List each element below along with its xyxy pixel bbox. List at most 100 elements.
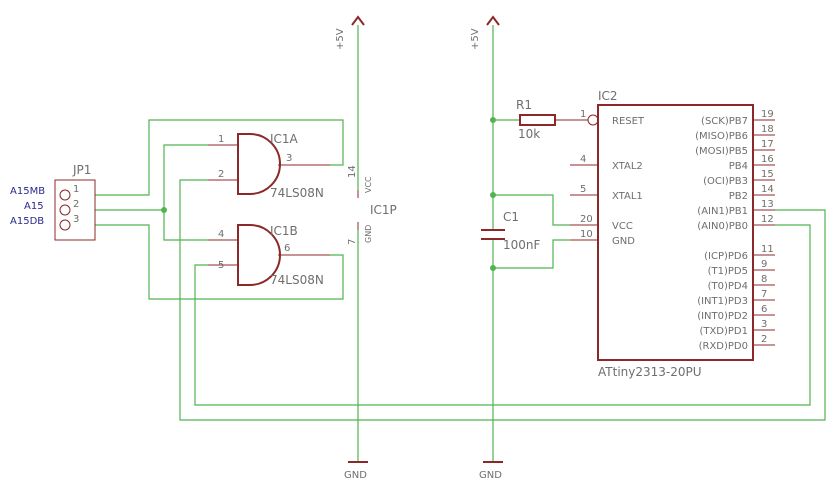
mcu-pin-num: 11 — [761, 244, 774, 255]
mcu-pin-label: RESET — [612, 116, 645, 127]
mcu-pin-label: (INT0)PD2 — [697, 311, 748, 322]
gate-name: IC1A — [270, 132, 299, 146]
mcu-pin-num: 10 — [580, 229, 593, 240]
connector-pin-num: 3 — [73, 214, 79, 225]
mcu-pin-label: (INT1)PD3 — [697, 296, 748, 307]
wire-a15mb — [95, 119, 344, 196]
gnd-symbol-left: GND — [344, 461, 368, 481]
gate-type: 74LS08N — [270, 186, 324, 200]
gate-pin-num: 2 — [218, 169, 224, 180]
junction-dot — [161, 207, 167, 213]
mcu-pin-label: (TXD)PD1 — [699, 326, 748, 337]
mcu-pin-num: 4 — [580, 154, 586, 165]
mcu-pin-num: 16 — [761, 154, 774, 165]
gate-pin-num: 6 — [284, 243, 290, 254]
ic1p-gnd-label: GND — [364, 225, 373, 243]
mcu-pin-label: VCC — [612, 221, 633, 232]
mcu-pin-num: 7 — [761, 289, 767, 300]
connector-pin-1 — [59, 189, 71, 201]
capacitor-name: C1 — [503, 210, 519, 224]
vcc-symbol-right: +5V — [470, 15, 500, 50]
ic1p-gnd-pin: 7 — [347, 239, 358, 245]
junctions — [161, 117, 496, 271]
mcu-pin-num: 9 — [761, 259, 767, 270]
mcu-pin-num: 3 — [761, 319, 767, 330]
mcu-pin-num: 5 — [580, 184, 586, 195]
reset-bubble — [587, 114, 599, 126]
junction-dot — [490, 265, 496, 271]
gnd-label: GND — [344, 470, 367, 481]
capacitor-value: 100nF — [503, 238, 541, 252]
mcu-pin-label: (MOSI)PB5 — [695, 146, 748, 157]
mcu-pin-label: (MISO)PB6 — [695, 131, 748, 142]
mcu-pin-label: (AIN0)PB0 — [697, 221, 748, 232]
connector-pin-num: 2 — [73, 199, 79, 210]
mcu-pin-label: (T1)PD5 — [708, 266, 748, 277]
signal-label-a15db: A15DB — [10, 216, 44, 227]
mcu-pin-label: XTAL2 — [612, 161, 643, 172]
gate-pin-num: 5 — [218, 260, 224, 271]
mcu-ic2: IC2 ATtiny2313-20PU 1RESET4XTAL25XTAL120… — [570, 89, 775, 379]
junction-dot — [490, 192, 496, 198]
ic1p-vcc-pin: 14 — [347, 165, 358, 178]
gnd-symbol-right: GND — [479, 461, 503, 481]
capacitor-c1: C1 100nF — [481, 210, 541, 252]
mcu-pin-num: 8 — [761, 274, 767, 285]
ic1p-power-unit: 14 VCC 7 GND IC1P — [347, 165, 397, 245]
resistor-r1: R1 10k — [516, 98, 570, 141]
ic1p-vcc-label: VCC — [364, 176, 373, 193]
mcu-pin-label: (OCI)PB3 — [703, 176, 748, 187]
connector-pin-2 — [59, 204, 71, 216]
wire-a15-up — [163, 144, 208, 210]
resistor-name: R1 — [516, 98, 532, 112]
mcu-name: IC2 — [598, 89, 618, 103]
gate-pin-num: 1 — [218, 134, 224, 145]
gnd-label: GND — [479, 470, 502, 481]
mcu-pin-label: (SCK)PB7 — [701, 116, 748, 127]
mcu-part: ATtiny2313-20PU — [598, 365, 702, 379]
connector-pin-3 — [59, 219, 71, 231]
gate-name: IC1B — [270, 224, 298, 238]
mcu-pin-num: 13 — [761, 199, 774, 210]
connector-name: JP1 — [72, 163, 91, 177]
mcu-pin-label: PB2 — [729, 191, 748, 202]
wire-gnd10 — [493, 239, 570, 269]
mcu-pin-label: (ICP)PD6 — [704, 251, 748, 262]
mcu-pin-label: (AIN1)PB1 — [697, 206, 748, 217]
mcu-pin-num: 19 — [761, 109, 774, 120]
wire-ic1a-in2 — [179, 179, 826, 421]
gate-pin-num: 4 — [218, 229, 224, 240]
wire-ic1b-in2 — [194, 224, 811, 406]
mcu-pin-num: 14 — [761, 184, 774, 195]
mcu-pin-num: 12 — [761, 214, 774, 225]
and-gate-ic1b: 4 5 6 IC1B 74LS08N — [208, 224, 330, 287]
mcu-pin-label: GND — [612, 236, 635, 247]
mcu-pin-num: 2 — [761, 334, 767, 345]
wire-vcc20 — [493, 194, 570, 226]
wires — [95, 25, 826, 462]
mcu-pin-num: 15 — [761, 169, 774, 180]
mcu-pin-num: 17 — [761, 139, 774, 150]
vcc-label: +5V — [335, 28, 346, 50]
gate-pin-num: 3 — [286, 153, 292, 164]
vcc-label: +5V — [470, 28, 481, 50]
wire-a15db — [95, 224, 344, 300]
and-gate-ic1a: 1 2 3 IC1A 74LS08N — [208, 132, 330, 200]
ic1p-name: IC1P — [370, 203, 397, 217]
connector-pin-num: 1 — [73, 184, 79, 195]
mcu-pin-num: 6 — [761, 304, 767, 315]
connector-jp1: JP1 1 2 3 A15MB A15 A15DB — [10, 163, 96, 241]
mcu-pin-label: PB4 — [729, 161, 748, 172]
resistor-value: 10k — [518, 127, 540, 141]
mcu-pin-label: (RXD)PD0 — [699, 341, 748, 352]
mcu-pin-num: 18 — [761, 124, 774, 135]
mcu-pin-num: 1 — [580, 109, 586, 120]
mcu-pin-label: (T0)PD4 — [708, 281, 748, 292]
wire-a15-down — [163, 210, 208, 241]
vcc-symbol-left: +5V — [335, 15, 365, 50]
mcu-pin-label: XTAL1 — [612, 191, 643, 202]
junction-dot — [490, 117, 496, 123]
